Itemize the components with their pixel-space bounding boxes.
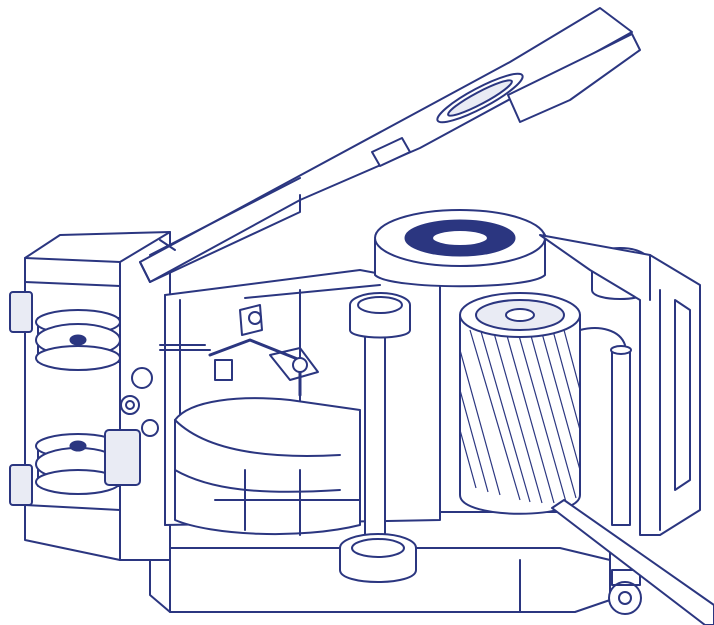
drive-shaft: [339, 292, 417, 583]
lower-left-roller: [35, 429, 141, 495]
linkage-mechanism: [159, 304, 319, 397]
right-rod: [610, 345, 632, 526]
center-drum: [174, 397, 361, 536]
caster-wheel: [608, 569, 642, 615]
motor-housing: [374, 209, 546, 288]
handle-bar: [551, 499, 714, 625]
open-lid: [139, 7, 641, 283]
upper-left-roller: [35, 309, 121, 371]
left-housing: [9, 231, 171, 561]
left-fittings: [120, 367, 159, 437]
brush-cylinder: [459, 292, 626, 515]
right-housing: [539, 234, 701, 536]
